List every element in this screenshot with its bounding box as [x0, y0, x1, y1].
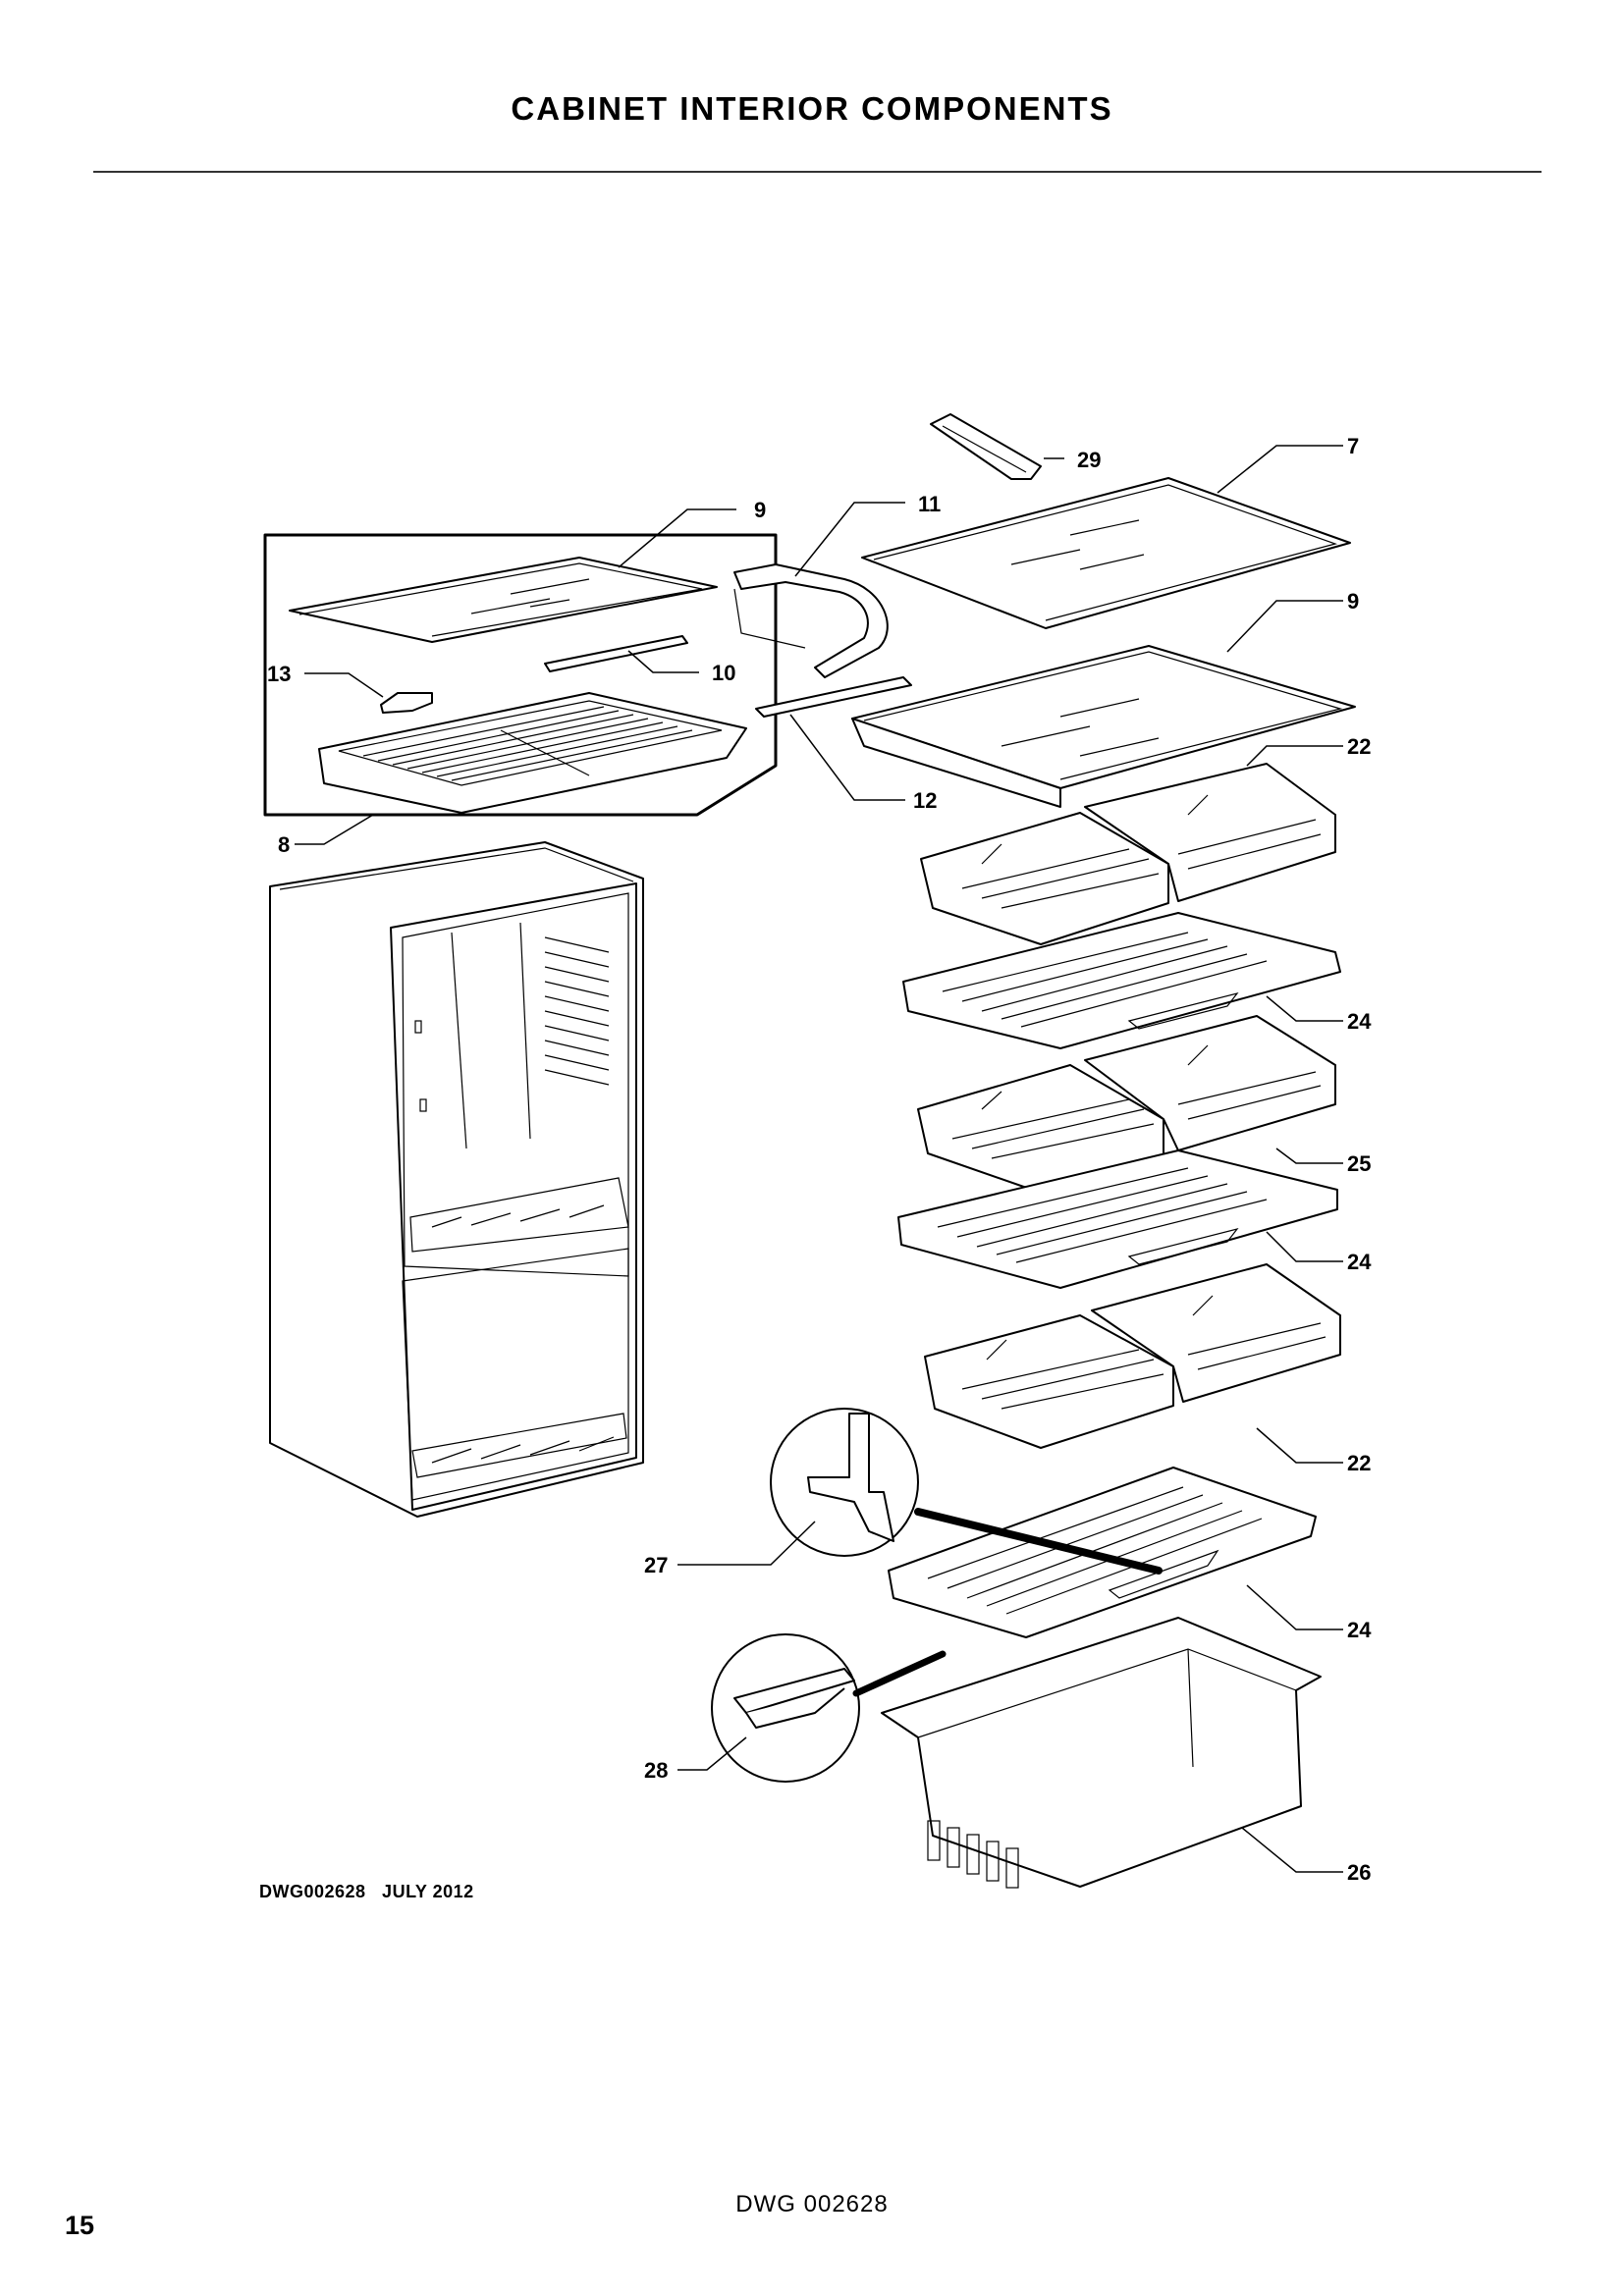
part-13-clip: [380, 692, 433, 714]
part-25-crisper-bins-middle: [917, 1015, 1336, 1194]
callout-24-upper: 24: [1347, 1009, 1372, 1034]
part-24-crisper-cover-1: [902, 912, 1341, 1049]
part-10-shelf-rail: [544, 635, 688, 672]
refrigerator-cabinet: [269, 841, 644, 1518]
part-26-bottom-bin: [881, 1617, 1322, 1889]
callout-24-lower: 24: [1347, 1618, 1372, 1642]
callout-29: 29: [1077, 448, 1101, 472]
part-11-bracket: [733, 563, 889, 678]
callout-10: 10: [712, 661, 735, 685]
part-24-crisper-cover-2: [897, 1149, 1338, 1289]
callout-22-lower: 22: [1347, 1451, 1371, 1475]
part-29-handle: [930, 413, 1042, 480]
part-28-detail-callout: [711, 1633, 947, 1783]
callout-25: 25: [1347, 1151, 1371, 1176]
part-24-crisper-cover-3: [888, 1467, 1317, 1638]
callout-22-upper: 22: [1347, 734, 1371, 759]
drawing-caption: DWG002628 JULY 2012: [259, 1882, 474, 1901]
part-7-glass-shelf-top: [861, 477, 1351, 629]
title-divider: [93, 171, 1542, 173]
freezer-accessory-group-box: [263, 533, 778, 817]
footer-drawing-number: DWG 002628: [735, 2191, 889, 2217]
page-number: 15: [65, 2211, 95, 2240]
callout-8: 8: [278, 832, 290, 857]
part-9-glass-shelf-right: [851, 645, 1356, 808]
callout-12: 12: [913, 788, 937, 813]
part-12-rail: [755, 676, 912, 718]
callout-26: 26: [1347, 1860, 1371, 1885]
callout-9-right: 9: [1347, 589, 1359, 614]
callout-7: 7: [1347, 434, 1359, 458]
part-27-detail-callout: [770, 1408, 1163, 1575]
part-22-crisper-bins-lower: [924, 1263, 1341, 1449]
callout-leaders: [295, 445, 1343, 1873]
rear-vent-louvers: [544, 936, 610, 1086]
part-8-freezer-tray: [318, 692, 747, 814]
callout-24-middle: 24: [1347, 1250, 1372, 1274]
callout-27: 27: [644, 1553, 668, 1577]
part-22-crisper-bins-upper: [920, 763, 1336, 945]
callout-28: 28: [644, 1758, 668, 1783]
callout-11: 11: [918, 492, 941, 516]
page-title: CABINET INTERIOR COMPONENTS: [511, 90, 1113, 127]
callout-9-top: 9: [754, 498, 766, 522]
part-9-glass-shelf-small: [289, 557, 718, 643]
callout-13: 13: [267, 662, 291, 686]
